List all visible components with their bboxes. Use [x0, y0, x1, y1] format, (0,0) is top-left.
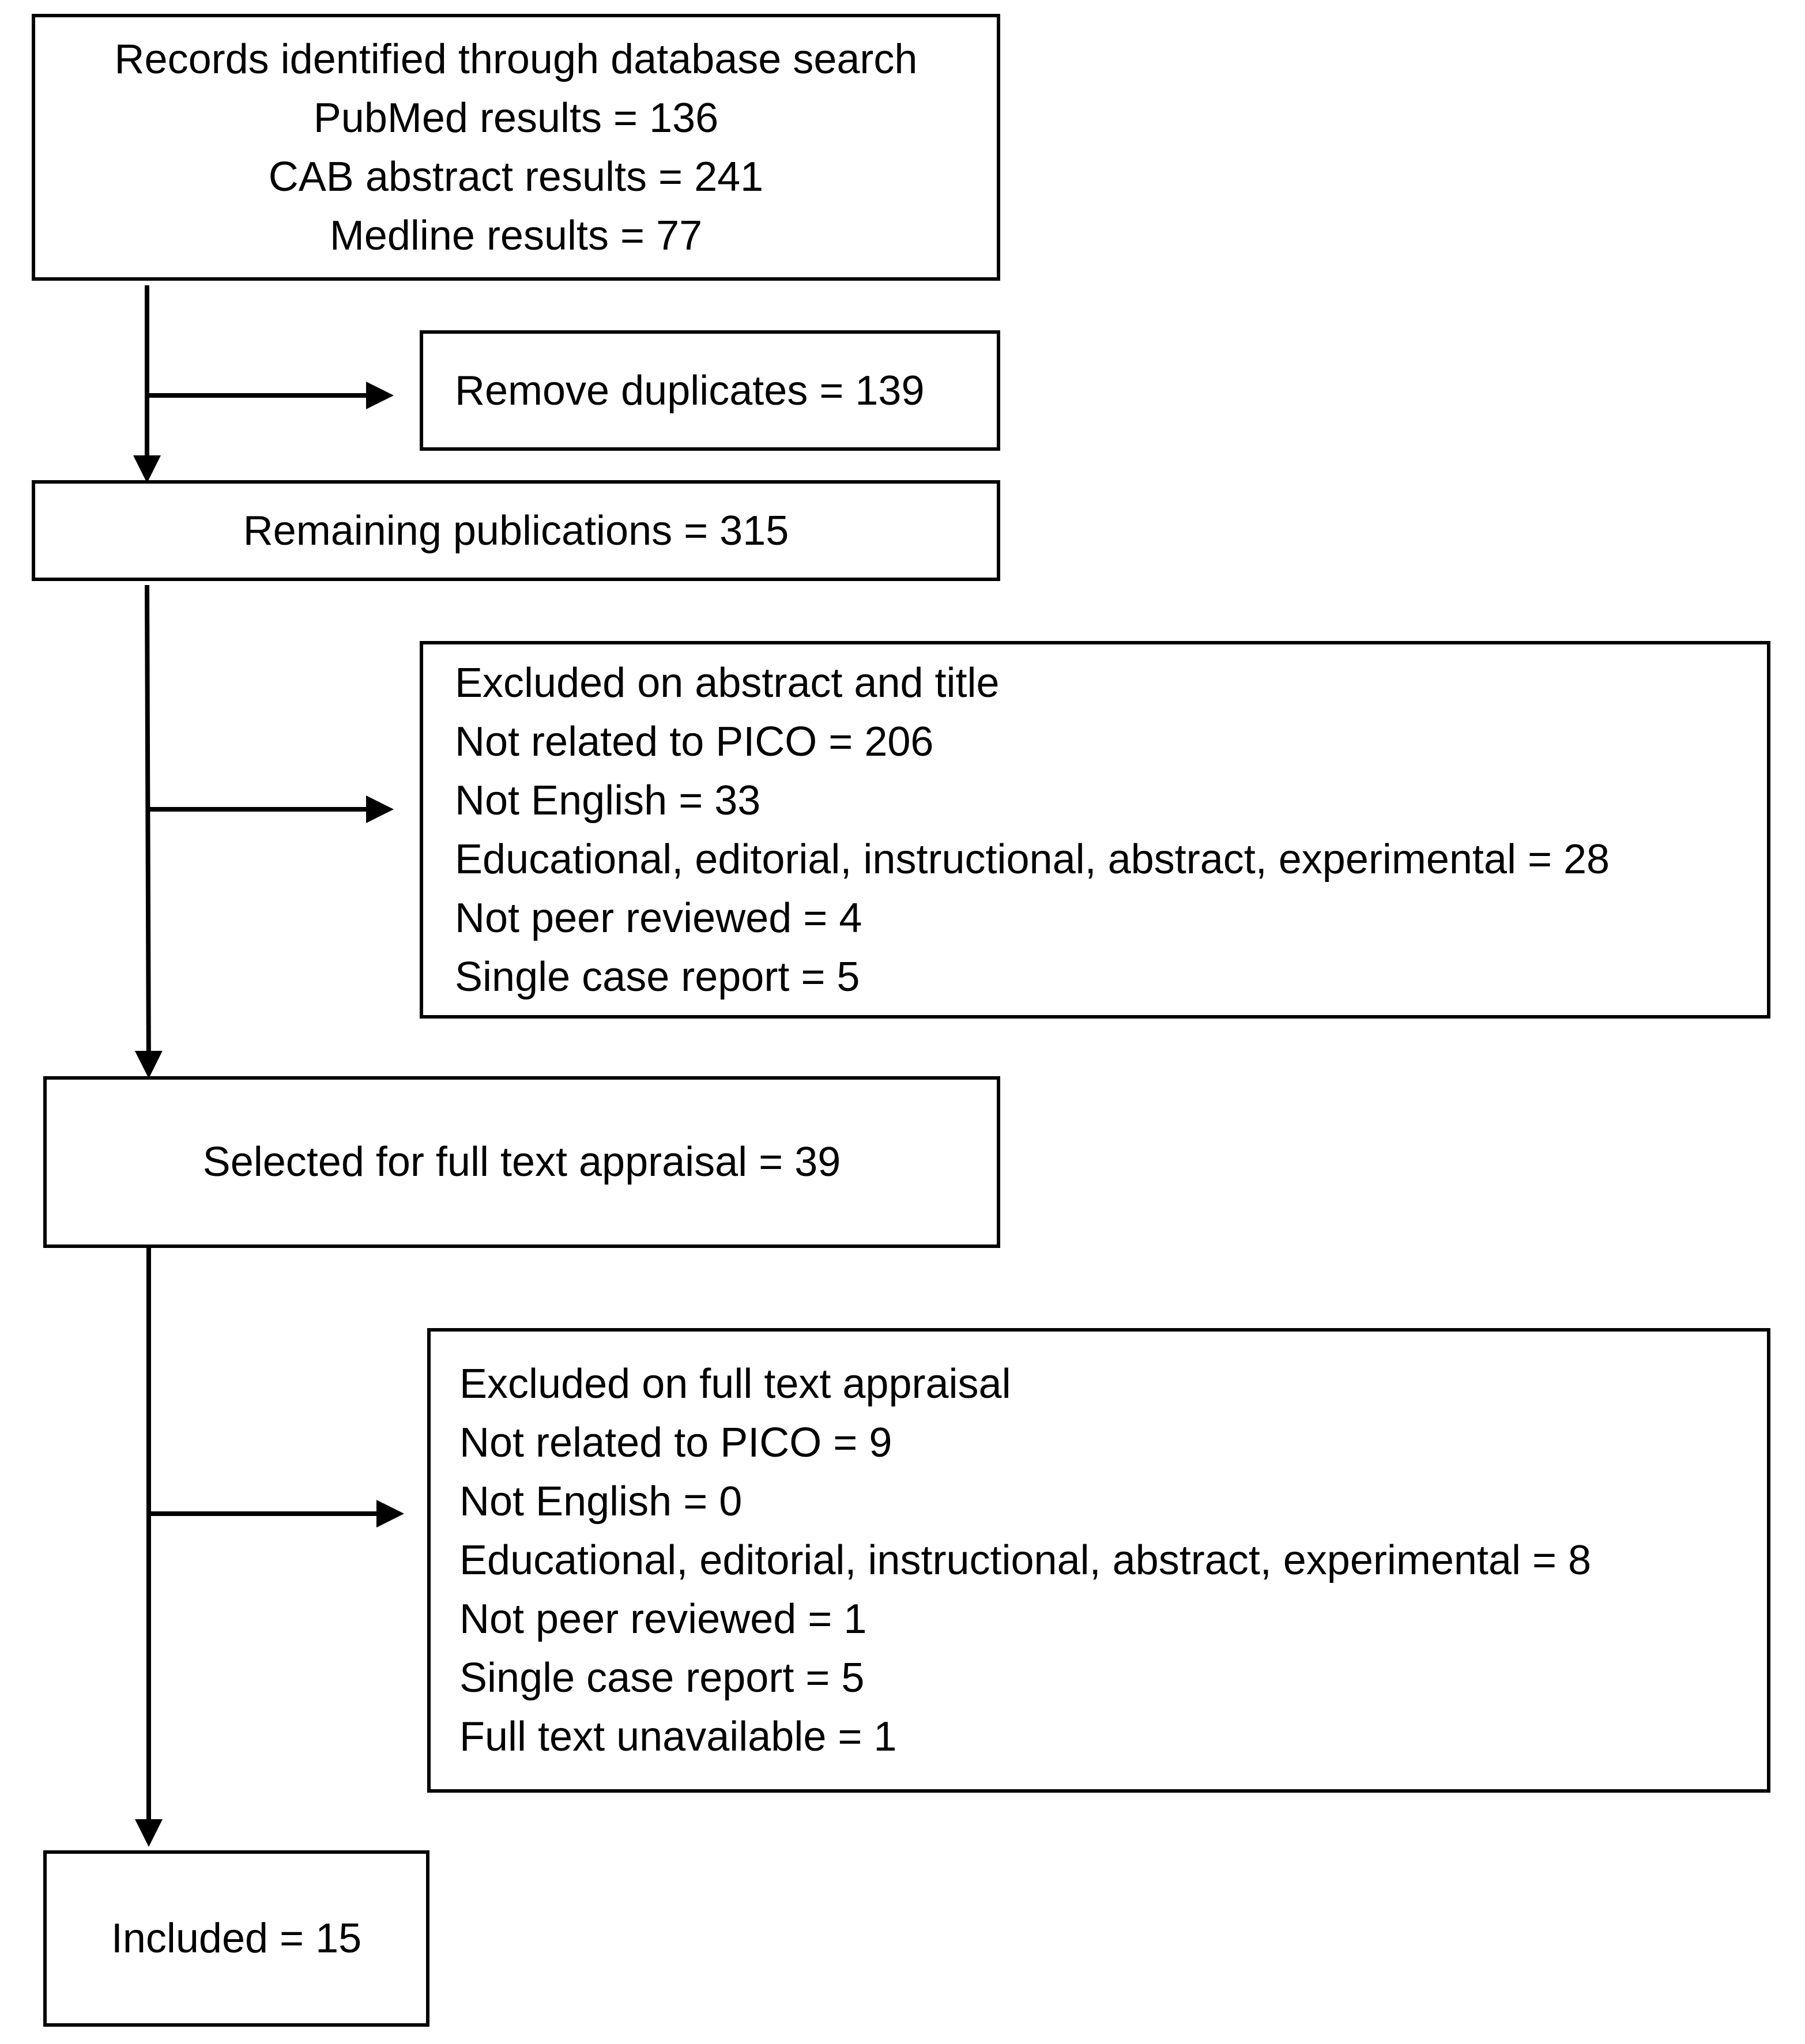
- included-text: Included = 15: [111, 1915, 362, 1962]
- records-heading: Records identified through database sear…: [114, 36, 918, 82]
- excluded-fulltext-pico: Not related to PICO = 9: [459, 1420, 892, 1466]
- remove-duplicates-box: Remove duplicates = 139: [420, 330, 1000, 451]
- excluded-fulltext-single-case: Single case report = 5: [459, 1655, 865, 1701]
- excluded-fulltext-not-english: Not English = 0: [459, 1479, 743, 1525]
- cab-abstract-results: CAB abstract results = 241: [268, 153, 764, 200]
- excluded-abstract-educational: Educational, editorial, instructional, a…: [455, 836, 1610, 883]
- remaining-publications-box: Remaining publications = 315: [32, 480, 1000, 581]
- excluded-fulltext-educational: Educational, editorial, instructional, a…: [459, 1537, 1592, 1583]
- excluded-fulltext-box: Excluded on full text appraisal Not rela…: [427, 1328, 1770, 1793]
- excluded-abstract-single-case: Single case report = 5: [455, 953, 860, 1000]
- selected-full-text-box: Selected for full text appraisal = 39: [43, 1076, 1000, 1248]
- excluded-abstract-not-english: Not English = 33: [455, 777, 761, 824]
- excluded-fulltext-heading: Excluded on full text appraisal: [459, 1361, 1011, 1407]
- medline-results: Medline results = 77: [329, 212, 703, 259]
- included-box: Included = 15: [43, 1850, 429, 2027]
- remove-duplicates-text: Remove duplicates = 139: [455, 367, 925, 414]
- excluded-abstract-heading: Excluded on abstract and title: [455, 659, 1000, 706]
- remaining-publications-text: Remaining publications = 315: [243, 507, 789, 554]
- excluded-fulltext-not-peer-reviewed: Not peer reviewed = 1: [459, 1596, 867, 1642]
- excluded-abstract-not-peer-reviewed: Not peer reviewed = 4: [455, 895, 862, 941]
- excluded-abstract-box: Excluded on abstract and title Not relat…: [420, 641, 1770, 1019]
- arrow-remaining-to-selected: [134, 584, 163, 1078]
- excluded-abstract-pico: Not related to PICO = 206: [455, 718, 934, 765]
- excluded-fulltext-unavailable: Full text unavailable = 1: [459, 1714, 897, 1760]
- records-identified-box: Records identified through database sear…: [32, 14, 1000, 281]
- pubmed-results: PubMed results = 136: [313, 95, 719, 141]
- selected-full-text-text: Selected for full text appraisal = 39: [202, 1139, 841, 1185]
